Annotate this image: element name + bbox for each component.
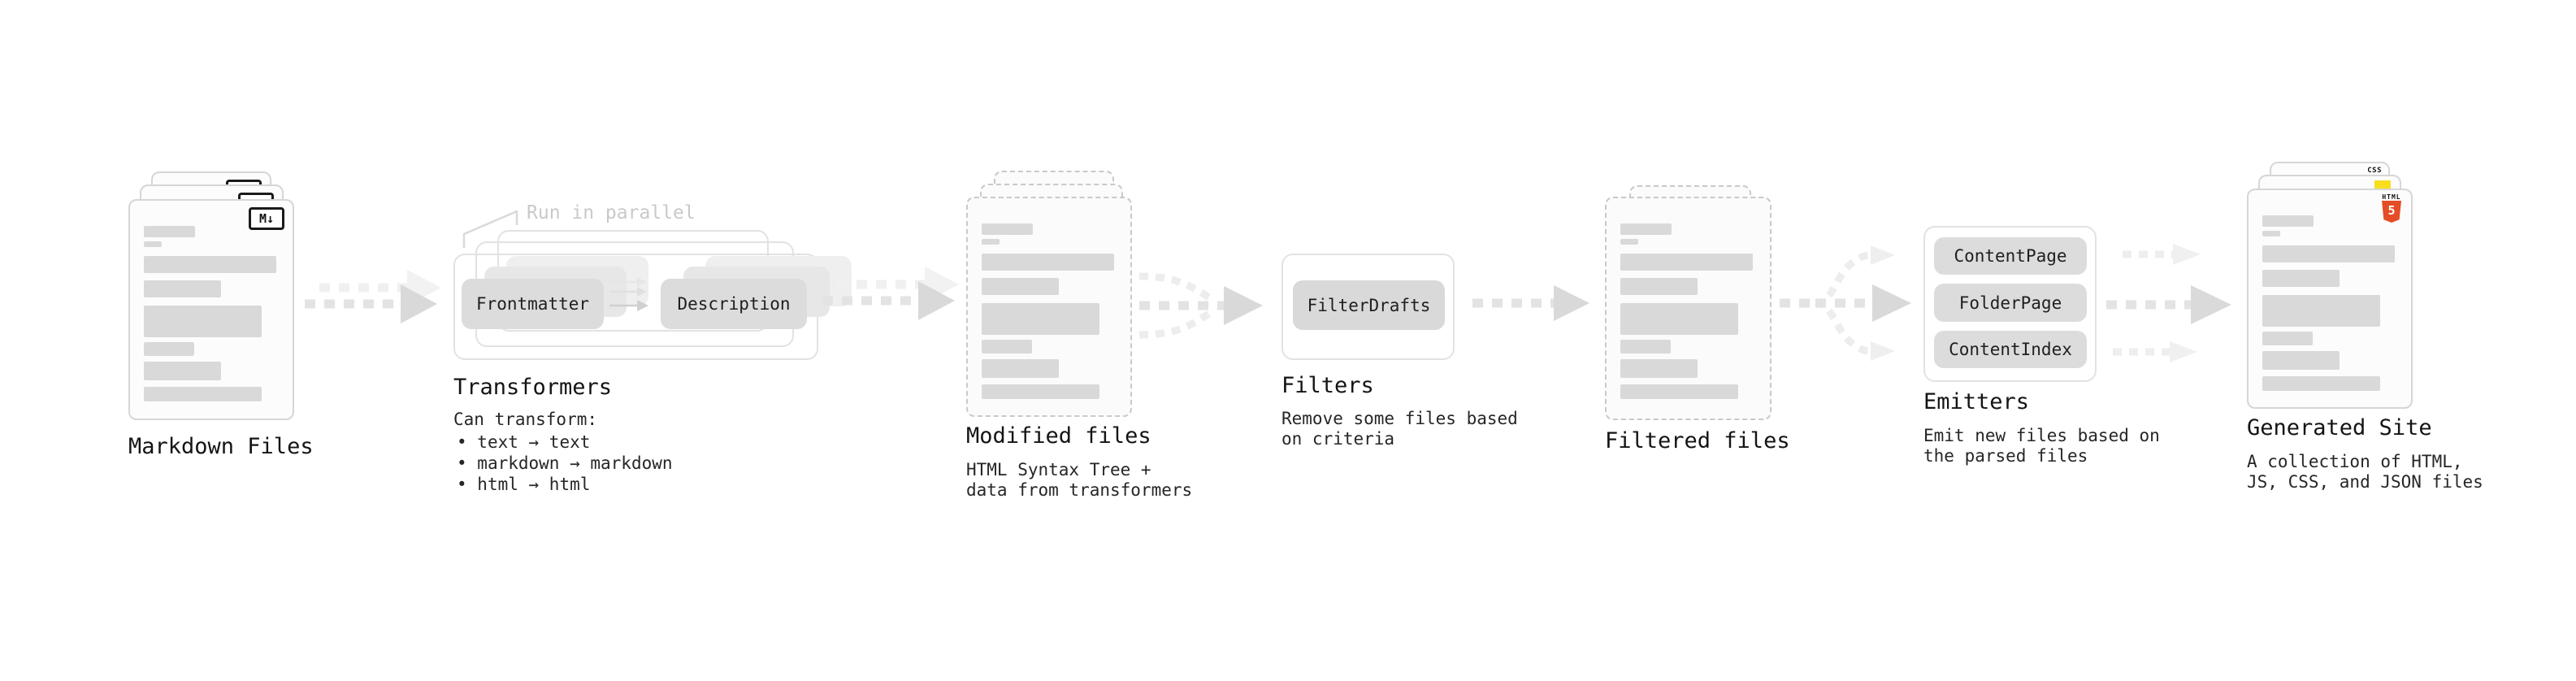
- transformers-bullet-list: text → text markdown → markdown html → h…: [457, 432, 673, 495]
- folderpage-pill: FolderPage: [1934, 284, 2087, 322]
- markdown-files-title: Markdown Files: [128, 434, 314, 459]
- contentindex-pill: ContentIndex: [1934, 331, 2087, 368]
- doc-text-bar: [1620, 278, 1698, 295]
- filters-subtitle: Remove some files based on criteria: [1281, 409, 1518, 449]
- modified-files-subtitle: HTML Syntax Tree + data from transformer…: [966, 460, 1193, 500]
- bullet-item: html → html: [457, 474, 673, 495]
- doc-text-bar: [144, 256, 276, 273]
- doc-text-bar: [1620, 223, 1672, 235]
- arrow-transformers-to-modified: [822, 267, 959, 320]
- doc-text-bar: [144, 241, 162, 247]
- generated-site-title: Generated Site: [2247, 415, 2432, 440]
- doc-text-bar: [982, 303, 1099, 335]
- filtered-file-card-front: [1605, 197, 1772, 420]
- doc-text-bar: [982, 359, 1059, 378]
- arrow-filtered-to-emitters: [1780, 245, 1911, 361]
- transformers-title: Transformers: [453, 375, 613, 400]
- modified-file-card-front: [966, 197, 1132, 417]
- bullet-item: text → text: [457, 432, 673, 453]
- modified-files-title: Modified files: [966, 423, 1151, 449]
- doc-text-bar: [982, 254, 1114, 271]
- doc-text-bar: [2262, 332, 2313, 345]
- doc-text-bar: [982, 278, 1059, 295]
- emitters-subtitle: Emit new files based on the parsed files: [1923, 426, 2160, 466]
- doc-text-bar: [144, 226, 195, 237]
- filters-container: [1281, 254, 1455, 360]
- filters-title: Filters: [1281, 373, 1374, 398]
- doc-text-bar: [144, 306, 262, 337]
- doc-text-bar: [2262, 376, 2380, 391]
- javascript-icon: [2374, 180, 2391, 189]
- doc-text-bar: [144, 362, 221, 380]
- emitters-title: Emitters: [1923, 389, 2030, 414]
- doc-text-bar: [144, 280, 221, 297]
- html5-icon: HTML 5: [2382, 193, 2401, 223]
- doc-text-bar: [1620, 254, 1753, 271]
- transformers-subtitle: Can transform:: [453, 410, 598, 429]
- doc-text-bar: [982, 239, 1000, 245]
- contentpage-pill: ContentPage: [1934, 237, 2087, 275]
- arrow-emitters-to-generated: [2106, 244, 2231, 362]
- frontmatter-pill: Frontmatter: [462, 279, 604, 329]
- filtered-files-title: Filtered files: [1605, 428, 1790, 453]
- doc-text-bar: [2262, 215, 2314, 227]
- doc-text-bar: [144, 342, 194, 356]
- emitters-container: [1923, 226, 2097, 382]
- doc-text-bar: [2262, 295, 2380, 327]
- arrow-markdown-to-transformers: [305, 270, 441, 323]
- doc-text-bar: [2262, 231, 2280, 236]
- doc-text-bar: [2262, 245, 2395, 262]
- doc-text-bar: [1620, 359, 1698, 378]
- markdown-file-card-front: M↓: [128, 199, 294, 420]
- doc-text-bar: [1620, 239, 1638, 245]
- bullet-item: markdown → markdown: [457, 453, 672, 474]
- filterdrafts-pill: FilterDrafts: [1293, 280, 1445, 330]
- generated-site-subtitle: A collection of HTML, JS, CSS, and JSON …: [2247, 452, 2483, 492]
- doc-text-bar: [144, 387, 262, 401]
- doc-text-bar: [1620, 303, 1738, 335]
- markdown-icon: M↓: [249, 207, 284, 230]
- generated-site-card-front: HTML 5: [2247, 189, 2413, 409]
- arrow-modified-to-filters: [1138, 272, 1263, 339]
- doc-text-bar: [1620, 340, 1671, 354]
- callout-line: [462, 210, 518, 248]
- doc-text-bar: [982, 384, 1099, 399]
- run-in-parallel-callout: Run in parallel: [527, 202, 696, 223]
- doc-text-bar: [2262, 270, 2340, 287]
- doc-text-bar: [1620, 384, 1738, 399]
- doc-text-bar: [2262, 351, 2340, 370]
- arrow-filters-to-filtered: [1472, 285, 1589, 321]
- parallel-arrows-icon: [609, 277, 648, 311]
- doc-text-bar: [982, 223, 1033, 235]
- description-pill: Description: [661, 279, 807, 329]
- doc-text-bar: [982, 340, 1032, 354]
